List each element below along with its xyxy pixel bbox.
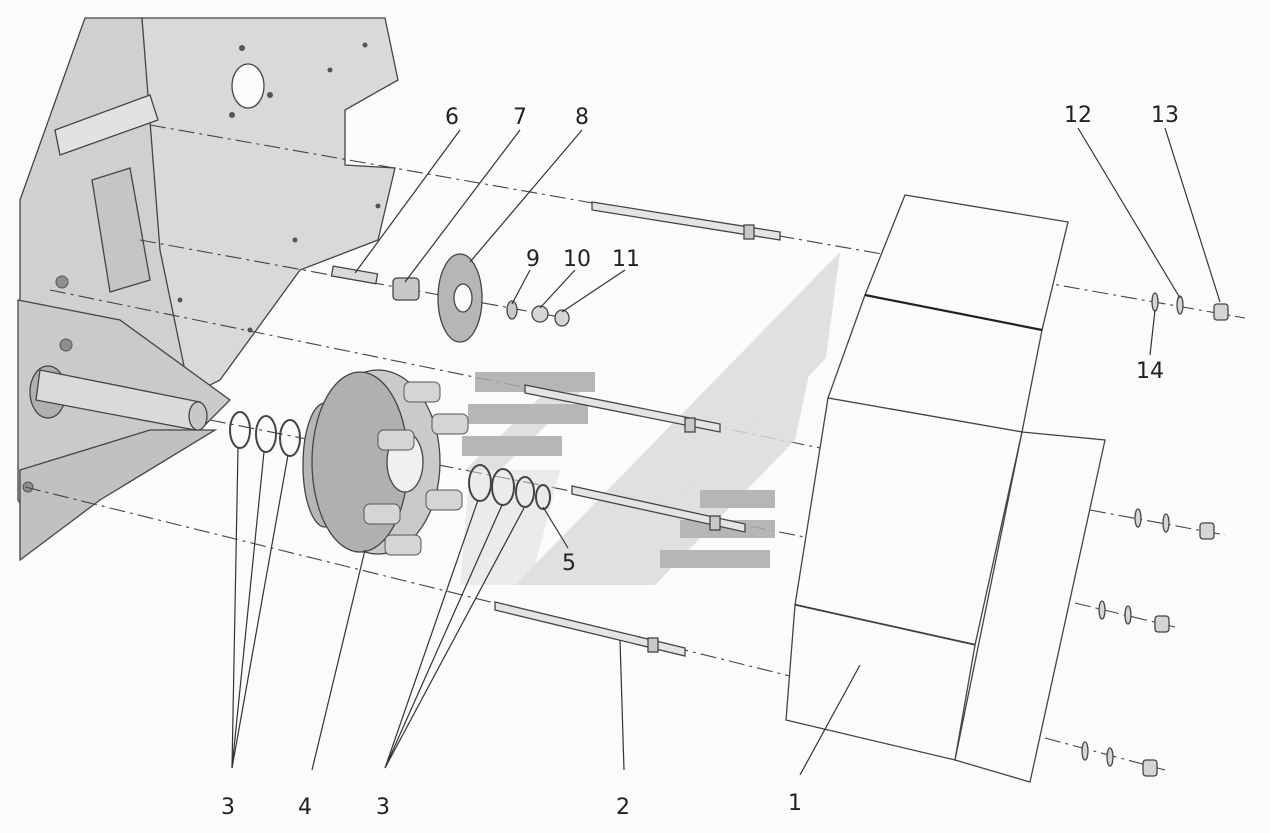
callout-8: 8 xyxy=(575,105,589,130)
leader-lines xyxy=(231,127,1221,776)
callout-14: 14 xyxy=(1136,359,1164,384)
o-rings xyxy=(229,411,551,510)
callout-labels: 1 2 3 4 3 5 6 7 8 9 10 11 12 13 14 xyxy=(221,103,1179,820)
drive-shaft xyxy=(29,365,208,431)
callout-2: 2 xyxy=(616,795,630,820)
protective-cover xyxy=(785,194,1106,783)
callout-1: 1 xyxy=(788,791,802,816)
long-tie-rods xyxy=(494,201,781,657)
callout-11: 11 xyxy=(612,247,640,272)
callout-6: 6 xyxy=(445,105,459,130)
callout-5: 5 xyxy=(562,551,576,576)
callout-7: 7 xyxy=(513,105,527,130)
chain-sprocket xyxy=(437,253,483,343)
small-fasteners xyxy=(330,265,570,327)
callout-12: 12 xyxy=(1064,103,1092,128)
callout-13: 13 xyxy=(1151,103,1179,128)
callout-3-right: 3 xyxy=(376,795,390,820)
machine-frame xyxy=(17,17,399,562)
right-side-fasteners xyxy=(1081,292,1229,777)
callout-4: 4 xyxy=(298,795,312,820)
callout-10: 10 xyxy=(563,247,591,272)
callout-9: 9 xyxy=(526,247,540,272)
clutch-hub xyxy=(302,369,469,556)
callout-3-left: 3 xyxy=(221,795,235,820)
